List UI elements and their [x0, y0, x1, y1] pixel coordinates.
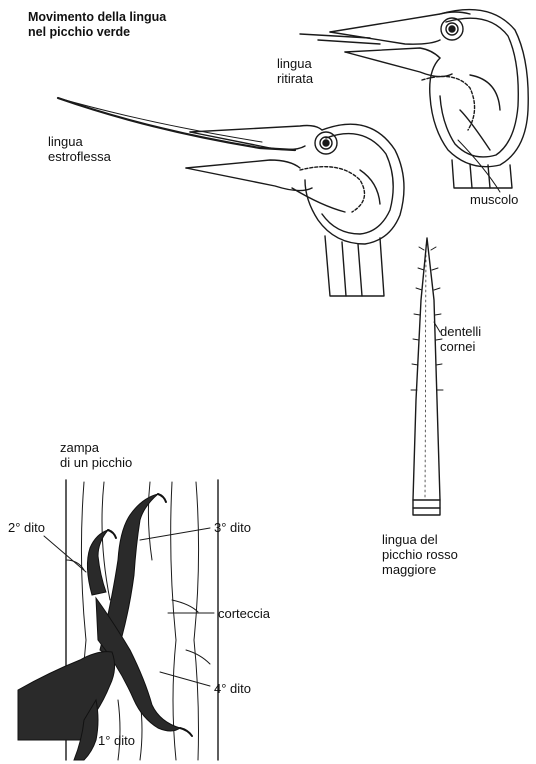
label-foot-title: zampa di un picchio	[60, 440, 132, 470]
label-extended-tongue: lingua estroflessa	[48, 134, 111, 164]
label-retracted-tongue: lingua ritirata	[277, 56, 313, 86]
label-horny-teeth: dentelli cornei	[440, 324, 481, 354]
label-toe-2: 2° dito	[8, 520, 45, 535]
label-toe-1: 1° dito	[98, 733, 135, 748]
label-toe-4: 4° dito	[214, 681, 251, 696]
label-muscle: muscolo	[470, 192, 518, 207]
toe-3-pointer	[140, 528, 210, 540]
head-extended-tongue	[58, 98, 404, 296]
head-retracted-tongue	[300, 10, 528, 188]
label-bark: corteccia	[218, 606, 270, 621]
toe-4-pointer	[160, 672, 210, 686]
label-great-spotted-tongue: lingua del picchio rosso maggiore	[382, 532, 458, 577]
claw-3	[158, 494, 166, 502]
spotted-woodpecker-tongue	[411, 238, 443, 515]
toe-2-pointer	[44, 536, 86, 572]
diagram-title: Movimento della lingua nel picchio verde	[28, 10, 166, 40]
claw-2	[108, 530, 116, 538]
label-toe-3: 3° dito	[214, 520, 251, 535]
claw-4	[180, 728, 192, 736]
